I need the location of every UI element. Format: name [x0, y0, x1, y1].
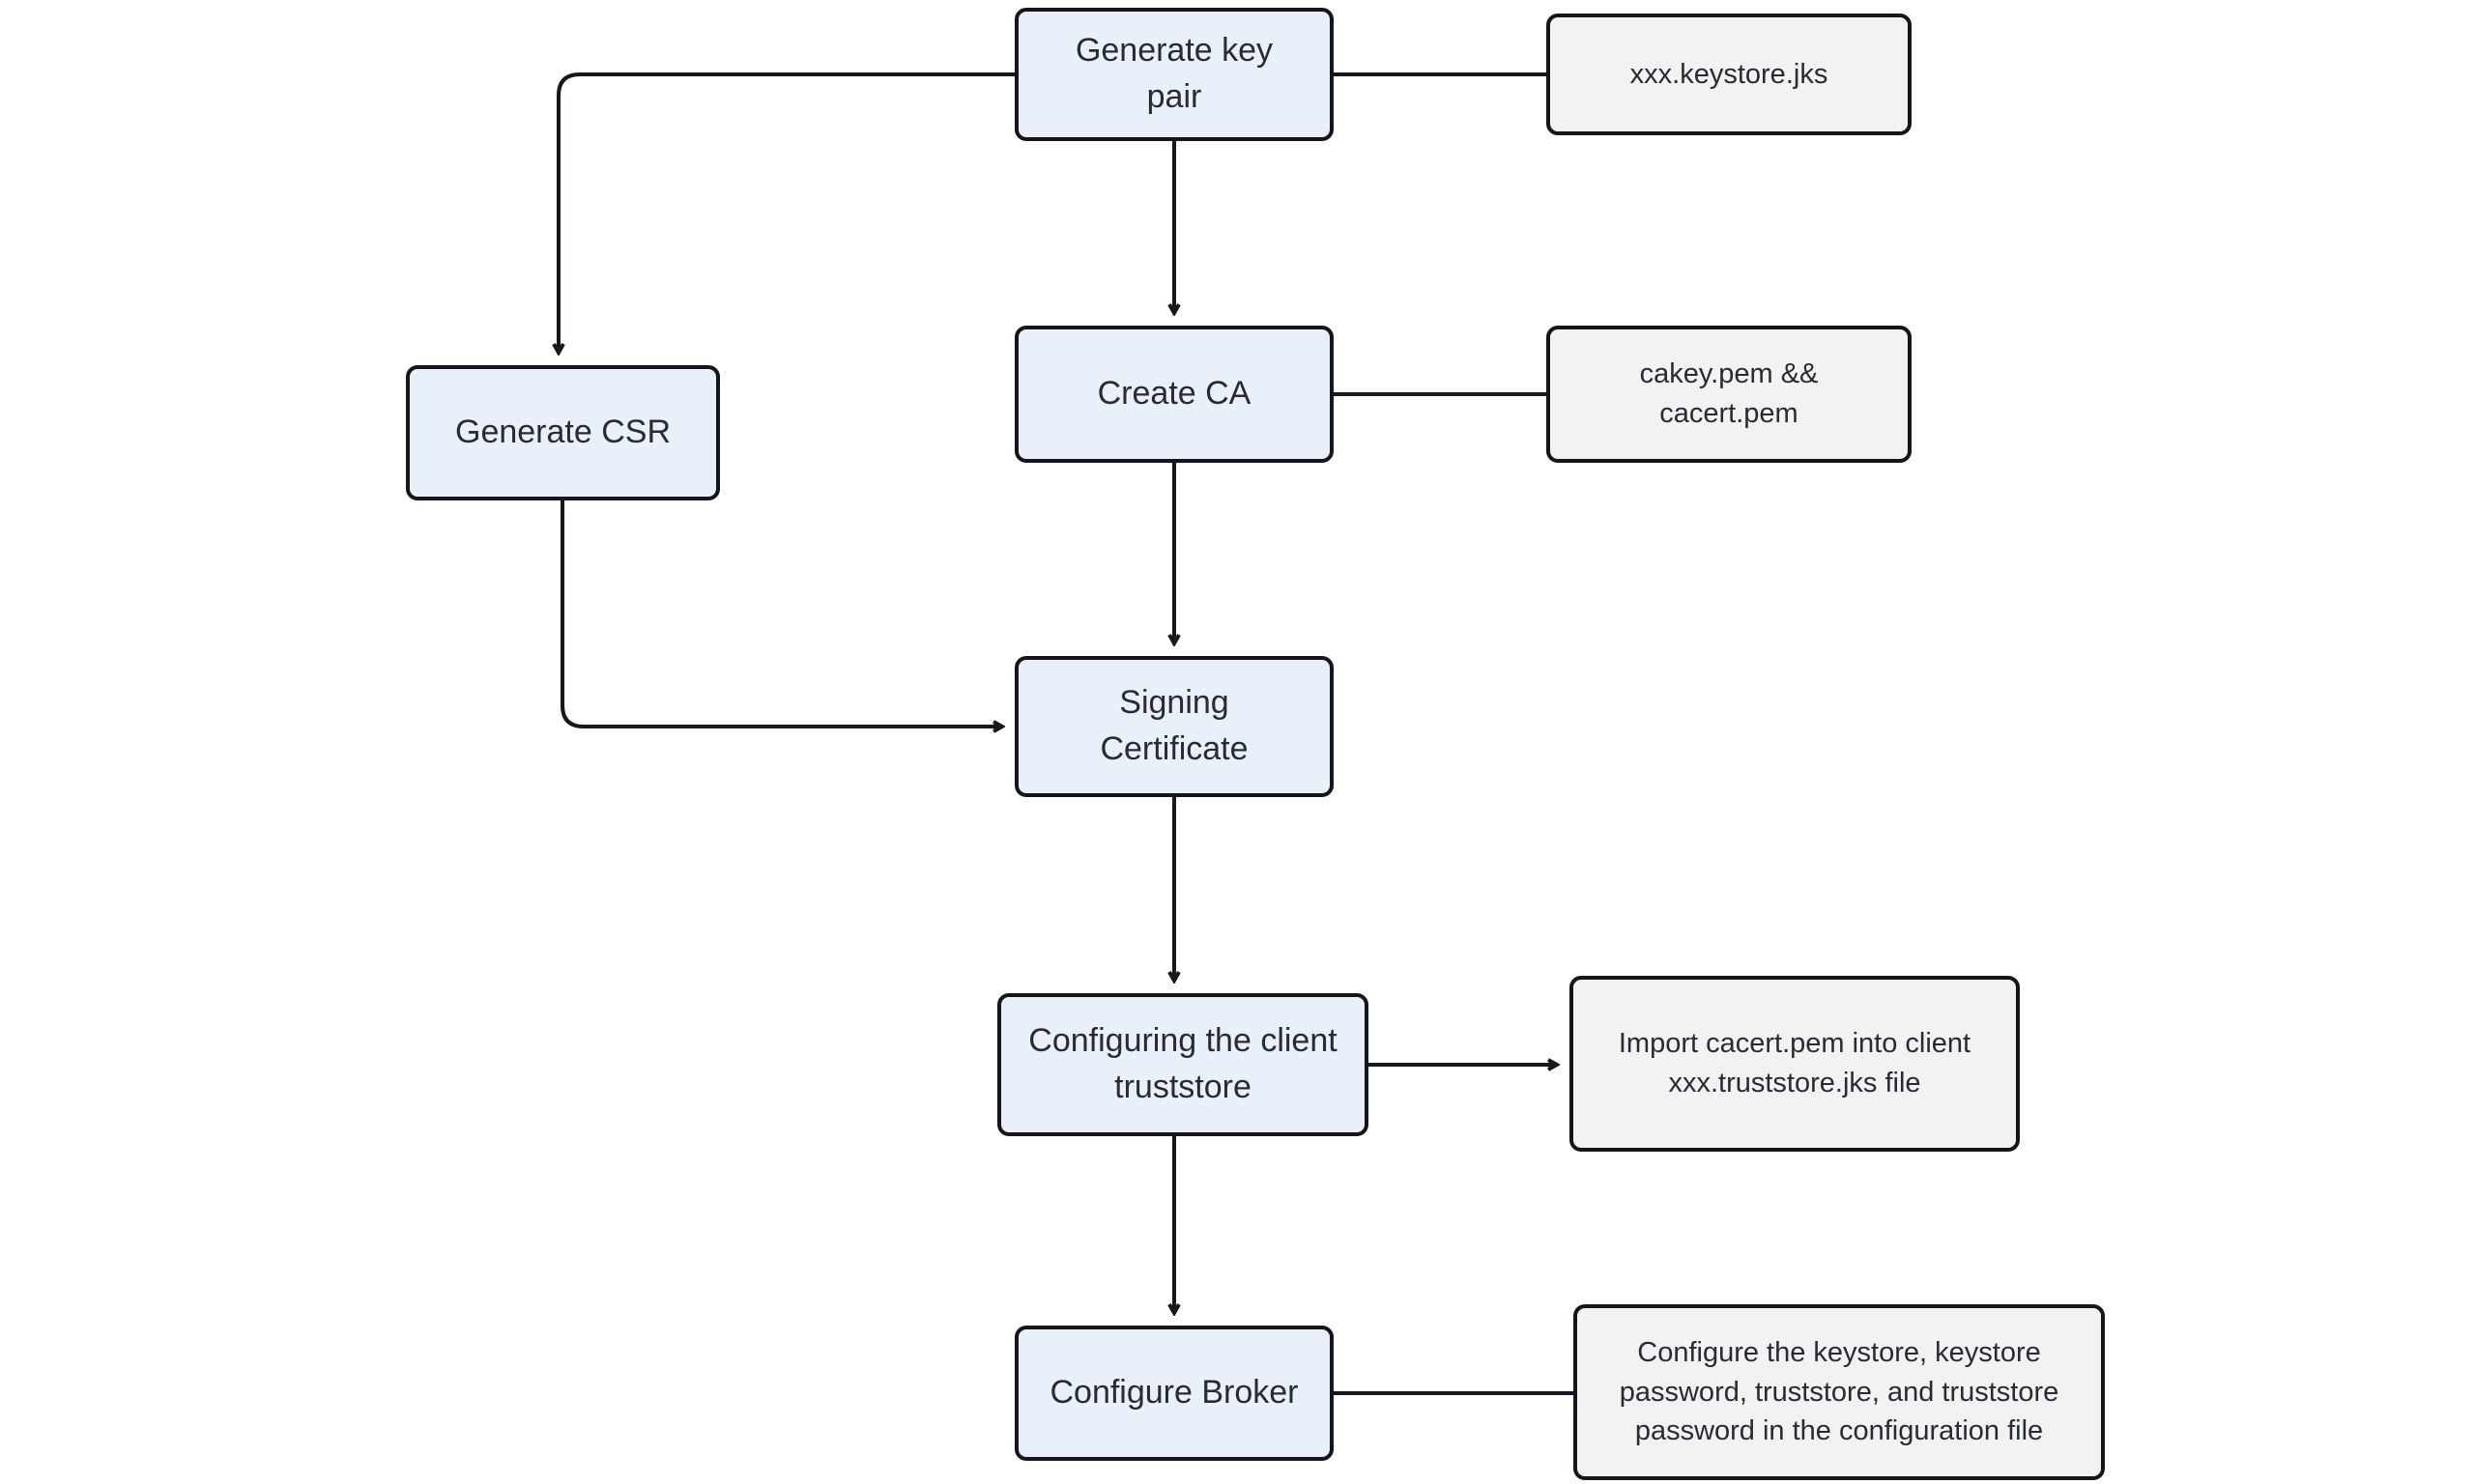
note-truststore-import-label: Import cacert.pem into client xxx.trusts…	[1618, 1028, 1971, 1099]
note-ca-files-label: cakey.pem && cacert.pem	[1639, 358, 1819, 429]
node-configure-broker: Configure Broker	[1015, 1326, 1334, 1461]
node-generate-csr-label: Generate CSR	[455, 414, 671, 451]
node-signing-certificate: Signing Certificate	[1015, 656, 1334, 797]
node-configuring-client-truststore-label: Configuring the client truststore	[1028, 1022, 1338, 1105]
node-signing-certificate-label: Signing Certificate	[1100, 684, 1249, 767]
note-keystore: xxx.keystore.jks	[1546, 14, 1912, 135]
note-keystore-label: xxx.keystore.jks	[1629, 58, 1828, 90]
node-configuring-client-truststore: Configuring the client truststore	[997, 993, 1368, 1136]
edge-csr-to-signing	[561, 500, 1001, 727]
node-create-ca-label: Create CA	[1097, 375, 1251, 413]
note-broker-config-label: Configure the keystore, keystore passwor…	[1619, 1337, 2059, 1447]
node-generate-key-pair: Generate key pair	[1015, 8, 1334, 141]
node-create-ca: Create CA	[1015, 326, 1334, 463]
node-generate-key-pair-label: Generate key pair	[1075, 32, 1274, 115]
node-configure-broker-label: Configure Broker	[1050, 1374, 1299, 1412]
node-generate-csr: Generate CSR	[406, 365, 720, 500]
note-truststore-import: Import cacert.pem into client xxx.trusts…	[1569, 976, 2020, 1152]
note-ca-files: cakey.pem && cacert.pem	[1546, 326, 1912, 463]
edge-keypair-to-csr	[559, 72, 1015, 352]
note-broker-config: Configure the keystore, keystore passwor…	[1573, 1304, 2105, 1480]
